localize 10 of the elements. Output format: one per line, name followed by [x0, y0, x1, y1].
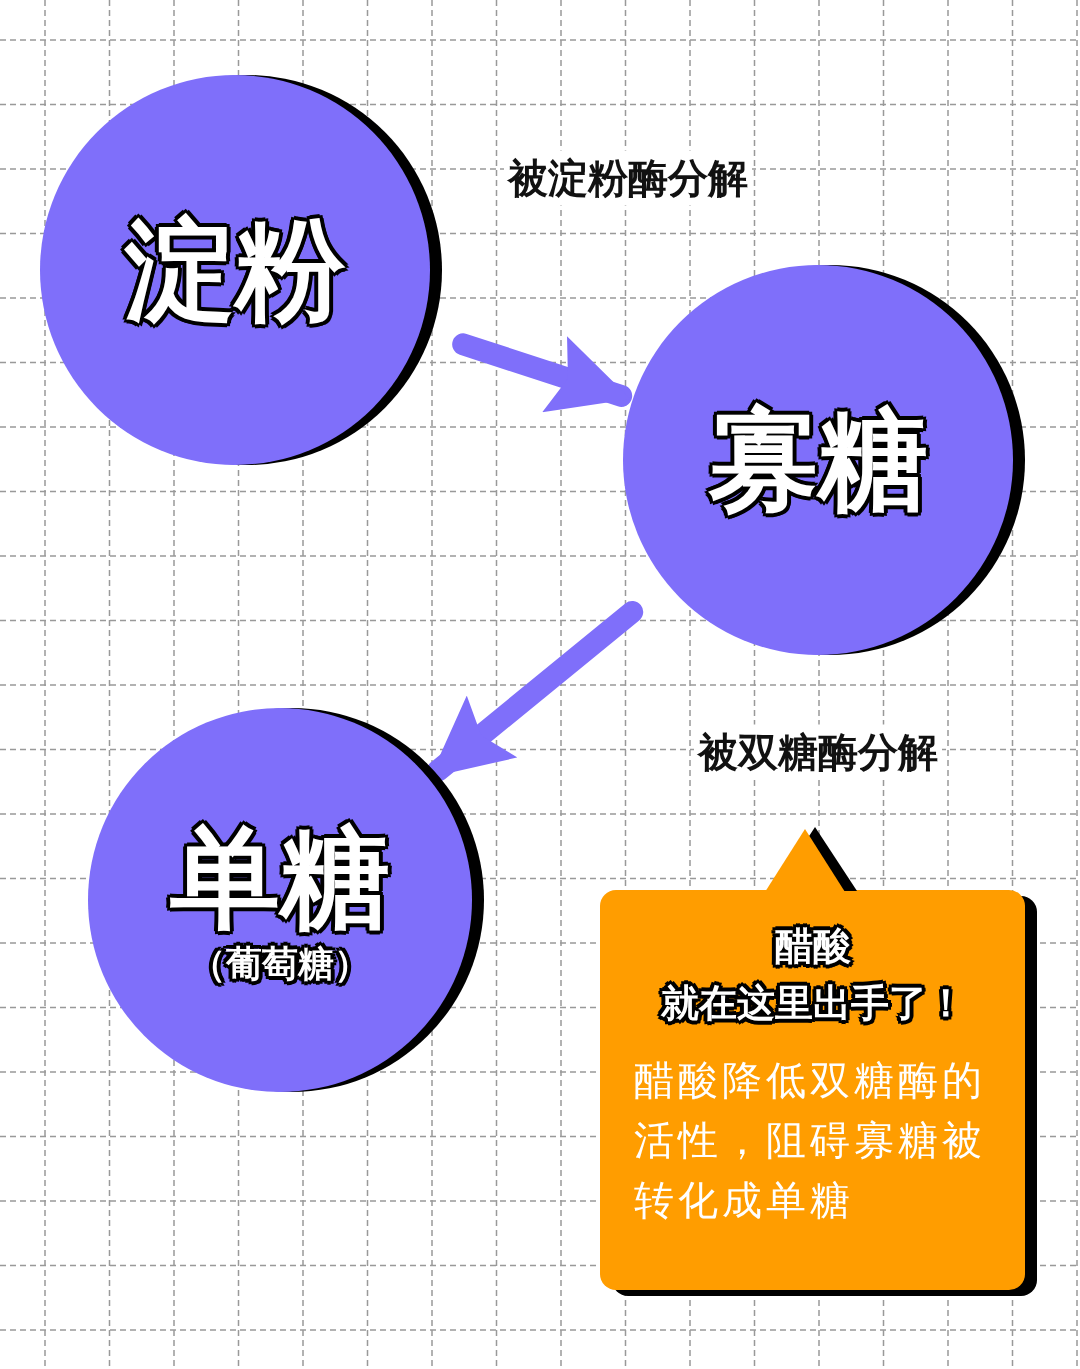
node-title: 寡糖 — [708, 396, 928, 524]
body-text: 醋酸降低双糖酶的活性，阻碍寡糖被转化成单糖 — [634, 1056, 987, 1225]
arrow — [426, 600, 644, 782]
node-title: 单糖 — [170, 815, 390, 942]
callout-heading: 醋酸 — [773, 923, 852, 970]
node-title: 淀粉 — [125, 206, 345, 334]
arrow — [452, 333, 633, 413]
callout-heading: 就在这里出手了！ — [659, 980, 966, 1027]
edge-label: 被淀粉酶分解 — [504, 150, 752, 206]
node-subtitle: （葡萄糖） — [190, 941, 370, 985]
